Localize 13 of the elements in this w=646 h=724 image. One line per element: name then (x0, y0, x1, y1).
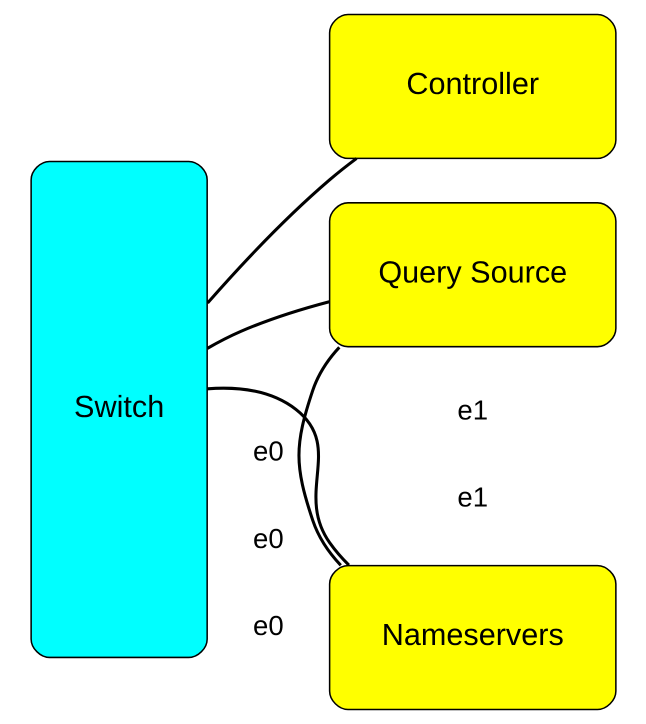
label: e0 (252, 436, 284, 467)
connector (206, 157, 357, 304)
label: e1 (456, 482, 488, 513)
node-box: Switch (30, 160, 208, 658)
label: e1 (456, 394, 488, 426)
node-box: Nameservers (328, 564, 616, 710)
node-box: Query Source (328, 202, 616, 348)
label: e0 (252, 610, 284, 642)
connector (207, 386, 350, 566)
connector (206, 300, 330, 350)
connector (296, 346, 342, 566)
label: e0 (252, 522, 284, 554)
node-box: Controller (328, 14, 616, 160)
